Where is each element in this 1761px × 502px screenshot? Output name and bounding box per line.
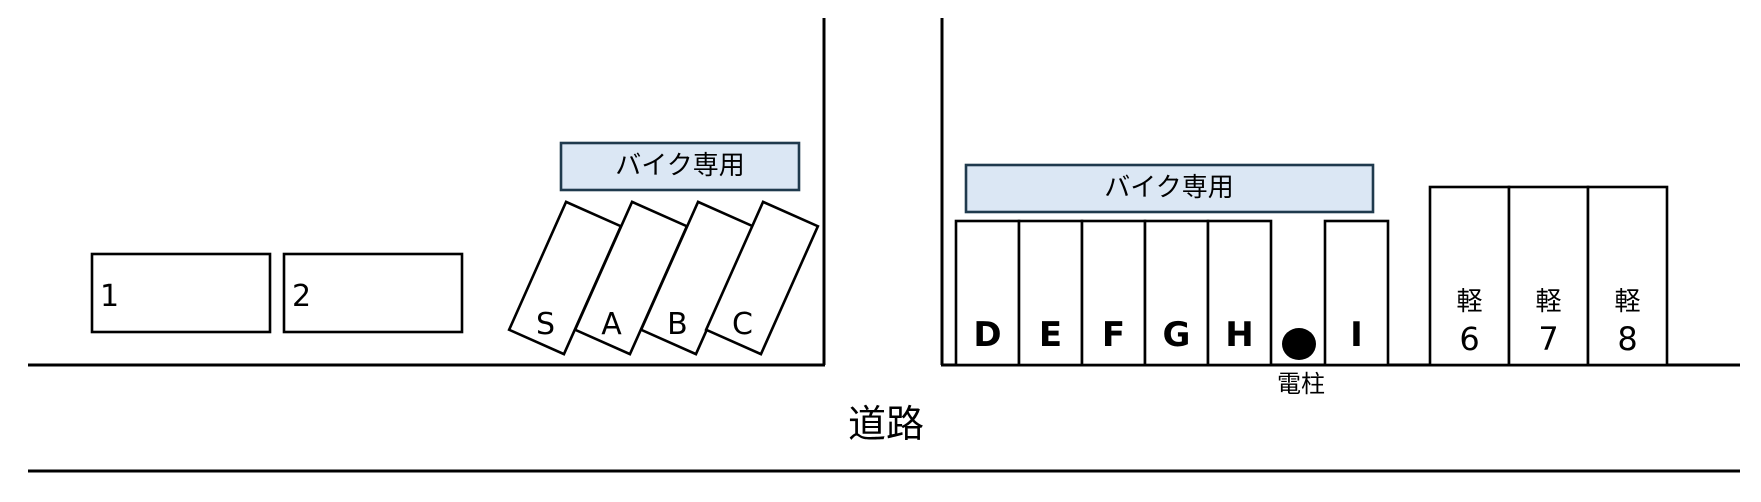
- slot-e: E: [1017, 219, 1084, 367]
- slot-g: G: [1143, 219, 1210, 367]
- kei-number: 6: [1459, 320, 1479, 358]
- car-slot-2: 2: [282, 252, 464, 334]
- kei-kanji: 軽: [1456, 287, 1482, 317]
- bike-slot-label: B: [667, 307, 688, 342]
- car-slot-1: 1: [90, 252, 272, 334]
- kei-number: 8: [1617, 320, 1637, 358]
- utility-pole: 電柱: [1277, 328, 1325, 398]
- kei-slot-8: 軽 8: [1586, 185, 1669, 367]
- slot-label: H: [1225, 315, 1253, 355]
- road-label: 道路: [848, 402, 924, 446]
- slot-h: H: [1206, 219, 1273, 367]
- slot-label: G: [1163, 315, 1191, 355]
- utility-pole-label: 電柱: [1277, 370, 1325, 398]
- kei-slot-6: 軽 6: [1428, 185, 1511, 367]
- kei-kanji: 軽: [1614, 287, 1640, 317]
- car-slot-label: 1: [100, 279, 119, 314]
- bike-slot-c: C: [704, 200, 820, 356]
- bike-only-label: バイク専用: [1104, 173, 1233, 203]
- bike-only-label: バイク専用: [615, 151, 744, 181]
- slot-d: D: [954, 219, 1021, 367]
- slot-label: D: [973, 315, 1001, 355]
- slot-label: F: [1102, 315, 1125, 355]
- kei-number: 7: [1538, 320, 1558, 358]
- slot-i: I: [1323, 219, 1390, 367]
- slot-label: E: [1039, 315, 1062, 355]
- utility-pole-icon: [1282, 328, 1316, 360]
- kei-slot-7: 軽 7: [1507, 185, 1590, 367]
- bike-only-band-left: バイク専用: [559, 141, 801, 192]
- bike-slot-label: S: [536, 307, 555, 342]
- slot-f: F: [1080, 219, 1147, 367]
- bike-slot-label: A: [601, 307, 622, 342]
- kei-kanji: 軽: [1535, 287, 1561, 317]
- bike-slot-label: C: [732, 307, 753, 342]
- bike-only-band-right: バイク専用: [964, 163, 1375, 214]
- car-slot-label: 2: [292, 279, 311, 314]
- slot-label: I: [1350, 315, 1363, 355]
